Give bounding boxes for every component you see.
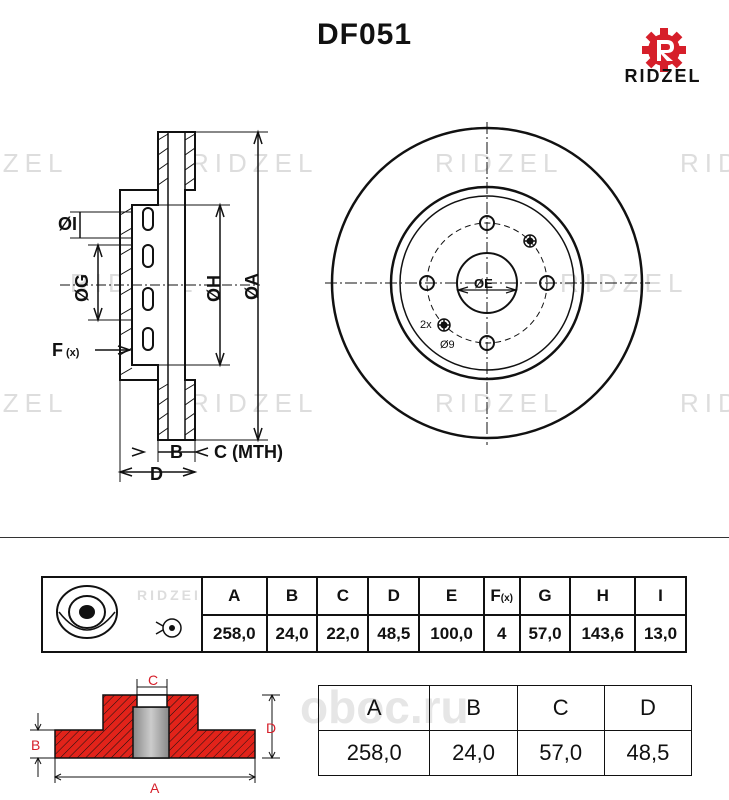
brake-disc-drawing: RIDZEL RIDZEL RIDZEL RIDZEL RIDZEL RIDZE… (0, 122, 729, 484)
spec-value-b: 24,0 (265, 614, 319, 653)
dim-d-label: D (150, 464, 163, 484)
summary-header-d: D (603, 685, 693, 731)
summary-header-b: B (429, 685, 518, 731)
summary-header-row: A B C D (317, 685, 693, 731)
section-label-c: C (148, 672, 158, 688)
summary-dimension-table: A B C D 258,0 24,0 57,0 48,5 (317, 685, 693, 776)
summary-value-a: 258,0 (317, 730, 431, 776)
spec-value-g: 57,0 (518, 614, 572, 653)
section-divider (0, 537, 729, 538)
spec-value-row: 258,0 24,0 22,0 48,5 100,0 4 57,0 143,6 … (42, 614, 687, 653)
dim-h-label: ØH (204, 275, 224, 302)
dim-a-label: ØA (242, 273, 262, 300)
disc-thumbnail-icon: RIDZEL (56, 585, 203, 639)
disc-front-view (325, 122, 650, 445)
dim-i-label: ØI (58, 214, 77, 234)
watermark-text: RIDZEL (0, 388, 68, 418)
watermark-text: RIDZEL (560, 268, 688, 298)
spec-header-a: A (201, 576, 268, 616)
spec-value-i: 13,0 (634, 614, 687, 653)
spec-header-h: H (569, 576, 637, 616)
product-code-title: DF051 (316, 18, 413, 51)
spec-value-d: 48,5 (367, 614, 421, 653)
spec-header-f-sub: (x) (500, 593, 514, 604)
disc-side-section (60, 129, 268, 482)
section-label-d: D (266, 720, 276, 736)
spec-value-e: 100,0 (418, 614, 485, 653)
watermark-text: RIDZEL (435, 148, 563, 178)
dimension-spec-table: RIDZEL A B C D E F(x) G H I 258,0 24,0 2… (41, 576, 687, 653)
summary-value-b: 24,0 (429, 730, 518, 776)
summary-value-c: 57,0 (516, 730, 605, 776)
watermark-text: RIDZEL (0, 148, 68, 178)
spec-header-c: C (316, 576, 370, 616)
summary-header-a: A (317, 685, 431, 731)
spec-value-c: 22,0 (316, 614, 370, 653)
spec-value-h: 143,6 (569, 614, 637, 653)
spec-header-d: D (367, 576, 421, 616)
ridzel-logo-icon (642, 28, 686, 72)
dim-e-label: ØE (474, 276, 493, 291)
locator-hole-diameter: Ø9 (440, 339, 455, 351)
dim-f-label: F (52, 340, 63, 360)
spec-header-f: F(x) (482, 576, 521, 616)
locator-hole-count: 2x (420, 319, 432, 331)
dim-b-label: B (170, 442, 183, 462)
dim-g-label: ØG (72, 274, 92, 302)
spec-header-i: I (634, 576, 687, 616)
watermark-text: RIDZEL (680, 148, 729, 178)
spec-value-f: 4 (482, 614, 521, 653)
watermark-text: RIDZEL (137, 587, 197, 603)
summary-header-c: C (516, 685, 605, 731)
summary-value-row: 258,0 24,0 57,0 48,5 (317, 730, 693, 776)
spec-header-e: E (418, 576, 485, 616)
spec-header-row: RIDZEL A B C D E F(x) G H I (41, 576, 687, 653)
summary-value-d: 48,5 (603, 730, 693, 776)
watermark-text: RIDZEL (435, 388, 563, 418)
dim-f-sub-label: (x) (66, 347, 80, 359)
dim-c-label: C (MTH) (214, 442, 283, 462)
disc-cross-section: C D B A (30, 672, 280, 796)
watermark-text: RIDZEL (190, 388, 318, 418)
spec-header-b: B (265, 576, 319, 616)
spec-header-f-letter: F (490, 586, 501, 605)
disc-thumbnail-cell: RIDZEL (41, 576, 203, 653)
brand-name: RIDZEL (624, 66, 702, 86)
spec-header-g: G (518, 576, 572, 616)
watermark-text: RIDZEL (190, 148, 318, 178)
spec-value-a: 258,0 (201, 614, 268, 653)
section-label-a: A (150, 780, 160, 796)
section-label-b: B (31, 737, 40, 753)
watermark-text: RIDZEL (680, 388, 729, 418)
